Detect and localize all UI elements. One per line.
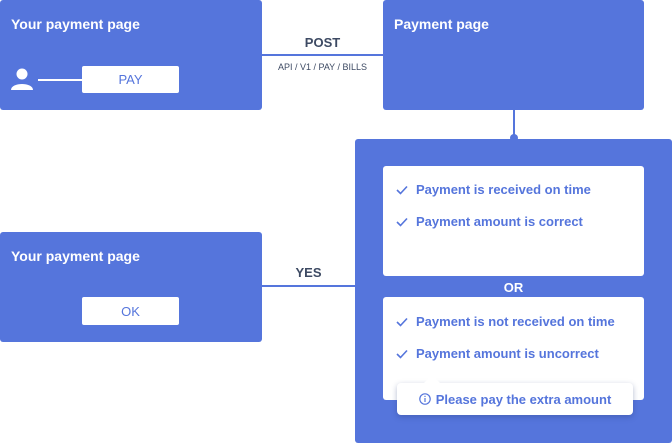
failure-item-label: Payment is not received on time (416, 314, 615, 329)
failure-item-label: Payment amount is uncorrect (416, 346, 599, 361)
user-to-pay-connector (38, 79, 83, 81)
user-icon (11, 68, 33, 95)
success-item-label: Payment amount is correct (416, 214, 583, 229)
your-payment-page-ok-title: Your payment page (11, 248, 140, 264)
your-payment-page-ok-box: Your payment page OK (0, 232, 262, 342)
failure-item: Payment amount is uncorrect (396, 346, 599, 361)
yes-connector (262, 285, 355, 287)
pay-button[interactable]: PAY (82, 66, 179, 93)
payment-page-box: Payment page (383, 0, 644, 110)
check-icon (396, 185, 408, 195)
check-icon (396, 317, 408, 327)
check-icon (396, 349, 408, 359)
failure-item: Payment is not received on time (396, 314, 615, 329)
payment-page-title: Payment page (394, 16, 489, 32)
api-endpoint-label: API / V1 / PAY / BILLS (277, 62, 368, 72)
your-payment-page-box: Your payment page PAY (0, 0, 262, 110)
ok-button[interactable]: OK (82, 297, 179, 325)
or-separator: OR (503, 280, 524, 295)
payment-page-to-result-connector (513, 110, 515, 140)
success-item-label: Payment is received on time (416, 182, 591, 197)
success-item: Payment is received on time (396, 182, 591, 197)
success-item: Payment amount is correct (396, 214, 583, 229)
info-icon (418, 393, 431, 405)
tooltip-text: Please pay the extra amount (435, 391, 612, 407)
extra-amount-tooltip: Please pay the extra amount (397, 383, 633, 415)
tooltip-arrow (424, 375, 440, 383)
post-method-label: POST (304, 35, 341, 50)
success-conditions-card: Payment is received on time Payment amou… (383, 166, 644, 276)
check-icon (396, 217, 408, 227)
your-payment-page-title: Your payment page (11, 16, 140, 32)
connector-dot (510, 134, 518, 142)
yes-label: YES (295, 265, 322, 280)
post-connector (262, 54, 383, 56)
